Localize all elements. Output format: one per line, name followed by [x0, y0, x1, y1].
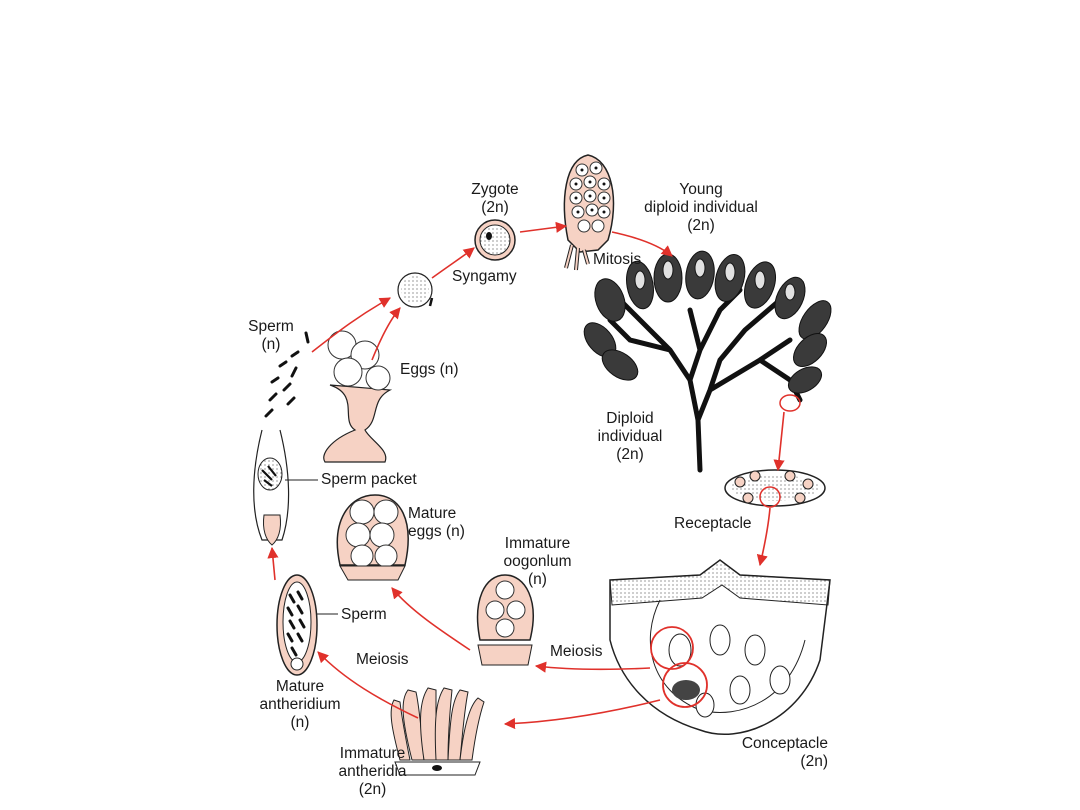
label-mature-antheridium: Mature antheridium (n): [259, 678, 341, 731]
label-meiosis-right: Meiosis: [550, 643, 603, 660]
immature-antheridia: [390, 687, 485, 776]
label-sperm-top: Sperm (n): [248, 318, 294, 353]
label-sperm: Sperm: [341, 606, 387, 623]
mature-eggs: [336, 494, 409, 581]
zygote-cell: [474, 219, 516, 261]
cycle-arrows: [267, 221, 785, 730]
label-young-diploid: Young diploid individual (2n): [644, 181, 758, 234]
label-receptacle: Receptacle: [674, 515, 752, 532]
conceptacle: [609, 559, 831, 735]
label-eggs: Eggs (n): [400, 361, 459, 378]
eggs-released: [323, 272, 434, 463]
label-meiosis-left: Meiosis: [356, 651, 409, 668]
sperm-packet-vessel: [253, 429, 290, 546]
label-mature-eggs: Mature eggs (n): [408, 505, 465, 540]
label-mitosis: Mitosis: [593, 251, 642, 268]
immature-oogonium: [476, 574, 534, 666]
label-immature-antheridia: Immature antheridia (2n): [338, 745, 407, 798]
young-embryo: [563, 154, 615, 271]
label-diploid-individual: Diploid individual (2n): [597, 410, 663, 463]
diploid-seaweed: [583, 250, 832, 473]
label-zygote: Zygote (2n): [471, 181, 519, 216]
label-immature-oogonium: Immature oogonlum (n): [503, 535, 572, 588]
receptacle-section: [724, 469, 826, 508]
leader-lines: [285, 479, 338, 615]
label-syngamy: Syngamy: [452, 268, 517, 285]
sperm-cluster: [264, 331, 310, 418]
label-sperm-packet: Sperm packet: [321, 471, 417, 488]
mature-antheridium: [276, 574, 318, 676]
label-conceptacle: Conceptacle (2n): [741, 735, 828, 770]
